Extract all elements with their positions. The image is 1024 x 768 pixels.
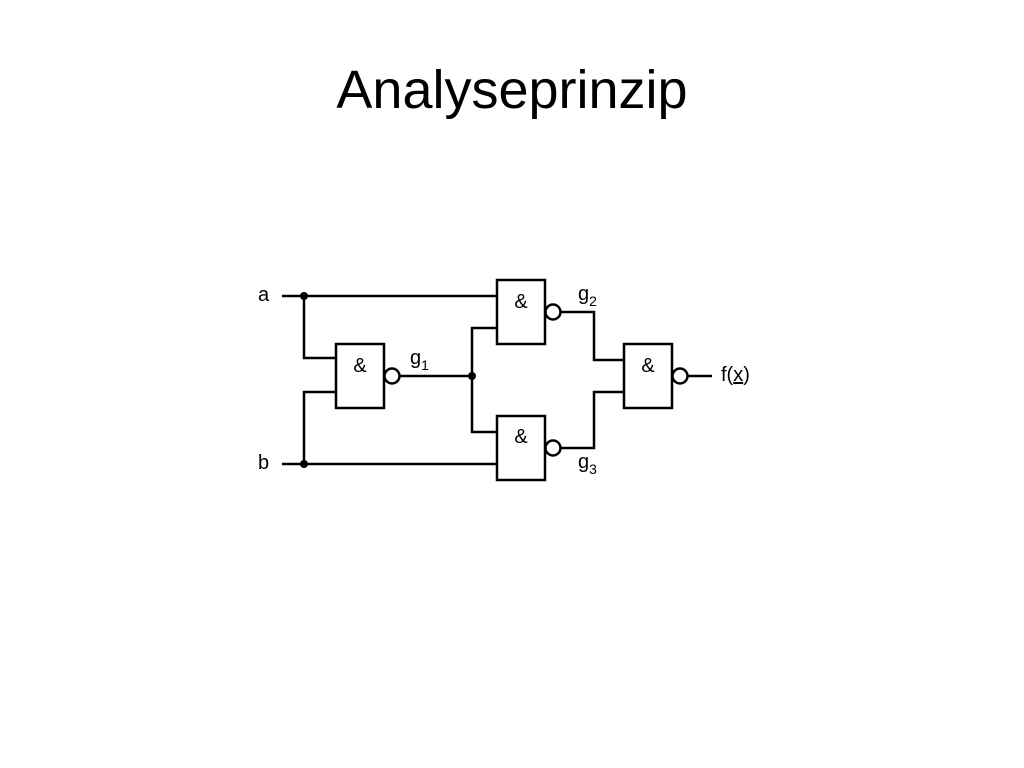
output-label-suffix: ) [743,364,750,386]
gate-body-output [622,342,674,410]
signal-label-g1-base: g [410,347,421,369]
wires [282,294,712,466]
gate-symbol-output: & [641,355,655,377]
nand-gate-g2: & [495,278,562,346]
signal-label-g2-base: g [578,283,589,305]
nand-gate-g1: & [334,342,401,410]
gate-symbol-g2: & [514,291,528,313]
signal-label-g1-sub: 1 [421,357,429,373]
signal-label-g1: g1 [410,347,429,373]
wire-g1-to-g2 [470,326,497,376]
wire-b-to-g1 [302,390,336,464]
slide-title: Analyseprinzip [336,60,688,120]
junction-dot-b [300,460,308,468]
wire-g1-to-g3 [470,376,497,434]
inversion-bubble-g2 [544,303,562,321]
nand-gate-output: & [622,342,689,410]
wire-a-to-g1 [302,296,336,360]
gate-symbol-g3: & [514,426,528,448]
nand-gate-g3: & [495,414,562,482]
inversion-bubble-output [671,367,689,385]
signal-label-g2: g2 [578,283,597,309]
wire-g3-to-out [560,390,624,450]
output-label: f(x) [721,364,750,386]
input-label-a: a [258,284,270,306]
output-label-prefix: f( [721,364,734,386]
signal-label-g3-sub: 3 [589,461,597,477]
junction-dot-a [300,292,308,300]
gate-body-g2 [495,278,547,346]
junction-dot-g1 [468,372,476,380]
output-label-var: x [733,364,743,386]
gate-symbol-g1: & [353,355,367,377]
signal-label-g2-sub: 2 [589,293,597,309]
inversion-bubble-g1 [383,367,401,385]
wire-g2-to-out [560,310,624,362]
input-label-b: b [258,452,269,474]
signal-label-g3-base: g [578,451,589,473]
signal-label-g3: g3 [578,451,597,477]
inversion-bubble-g3 [544,439,562,457]
